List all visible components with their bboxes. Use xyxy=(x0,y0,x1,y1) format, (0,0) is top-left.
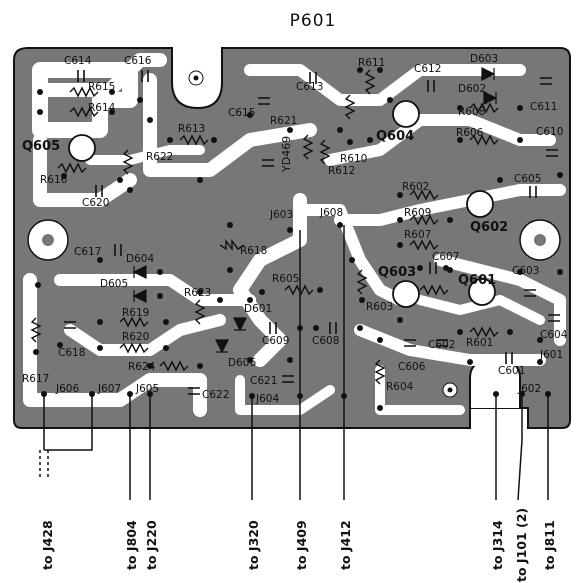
watermark-text: YD469 xyxy=(280,136,293,173)
label-R606: R606 xyxy=(456,127,484,139)
connector-J605: J605 xyxy=(135,383,159,395)
label-Q605: Q605 xyxy=(22,139,60,154)
mounting-holes xyxy=(27,70,561,398)
label-R614: R614 xyxy=(88,102,116,114)
solder-pads xyxy=(33,67,563,411)
label-C611: C611 xyxy=(530,101,557,113)
label-R604: R604 xyxy=(386,381,414,393)
label-D605: D605 xyxy=(100,278,128,290)
label-C603: C603 xyxy=(512,265,539,277)
label-C602: C602 xyxy=(428,339,455,351)
label-R602: R602 xyxy=(402,181,429,193)
dest-J101: to J101 (2) xyxy=(514,508,529,582)
board-title: P601 xyxy=(290,11,337,31)
label-C618: C618 xyxy=(58,347,85,359)
label-R603: R603 xyxy=(366,301,393,313)
label-Q601: Q601 xyxy=(458,273,496,288)
label-R612: R612 xyxy=(328,165,355,177)
resistors xyxy=(30,69,499,385)
destination-labels: to J428 to J804 to J220 to J320 to J409 … xyxy=(40,508,557,582)
component-labels: C614 C616 R615 R614 Q605 R616 C620 R622 … xyxy=(22,53,568,401)
label-C605: C605 xyxy=(514,173,541,185)
dest-J220: to J220 xyxy=(144,520,159,570)
label-C601: C601 xyxy=(498,365,525,377)
label-C617: C617 xyxy=(74,246,101,258)
connector-J603: J603 xyxy=(269,209,293,221)
connector-J608: J608 xyxy=(319,207,343,219)
connector-J607: J607 xyxy=(97,383,121,395)
dest-J409: to J409 xyxy=(294,520,309,570)
label-C608: C608 xyxy=(312,335,339,347)
label-C616: C616 xyxy=(124,55,152,67)
label-C610: C610 xyxy=(536,126,563,138)
dest-J412: to J412 xyxy=(338,520,353,570)
label-R607: R607 xyxy=(404,229,431,241)
label-R619: R619 xyxy=(122,307,149,319)
capacitors xyxy=(64,70,560,395)
label-D601: D601 xyxy=(244,303,272,315)
label-C609: C609 xyxy=(262,335,289,347)
connector-J602: J602 xyxy=(517,383,541,395)
label-D603: D603 xyxy=(470,53,498,65)
dest-J320: to J320 xyxy=(246,520,261,570)
label-Q602: Q602 xyxy=(470,220,508,235)
label-C613: C613 xyxy=(296,81,323,93)
dest-J314: to J314 xyxy=(490,520,505,570)
diodes xyxy=(132,67,498,354)
label-C615: C615 xyxy=(228,107,255,119)
label-C606: C606 xyxy=(398,361,426,373)
label-R601: R601 xyxy=(466,337,493,349)
connector-labels: J601 J602 J603 J604 J605 J606 J607 J608 xyxy=(55,207,563,405)
label-R617: R617 xyxy=(22,373,49,385)
label-C620: C620 xyxy=(82,197,109,209)
label-D602: D602 xyxy=(458,83,486,95)
label-C607: C607 xyxy=(432,251,459,263)
dest-J804: to J804 xyxy=(124,520,139,570)
label-R611: R611 xyxy=(358,57,385,69)
label-R615: R615 xyxy=(88,81,115,93)
dest-J428: to J428 xyxy=(40,520,55,570)
label-R620: R620 xyxy=(122,331,149,343)
label-R613: R613 xyxy=(178,123,205,135)
label-R616: R616 xyxy=(40,174,68,186)
label-R622: R622 xyxy=(146,151,173,163)
label-R610: R610 xyxy=(340,153,367,165)
label-R608: R608 xyxy=(458,106,485,118)
label-R605: R605 xyxy=(272,273,299,285)
transistors xyxy=(68,100,496,308)
label-D606: D606 xyxy=(228,357,256,369)
lead-wires xyxy=(39,225,549,501)
label-C612: C612 xyxy=(414,63,441,75)
connector-J601: J601 xyxy=(539,349,563,361)
label-Q603: Q603 xyxy=(378,265,416,280)
dest-J811: to J811 xyxy=(542,520,557,570)
connector-J604: J604 xyxy=(255,393,279,405)
label-C621: C621 xyxy=(250,375,277,387)
label-R609: R609 xyxy=(404,207,431,219)
label-C614: C614 xyxy=(64,55,92,67)
label-R618: R618 xyxy=(240,245,267,257)
label-D604: D604 xyxy=(126,253,154,265)
label-R623: R623 xyxy=(184,287,211,299)
label-R621: R621 xyxy=(270,115,297,127)
label-Q604: Q604 xyxy=(376,129,414,144)
label-C622: C622 xyxy=(202,389,229,401)
label-C604: C604 xyxy=(540,329,568,341)
label-R624: R624 xyxy=(128,361,156,373)
connector-J606: J606 xyxy=(55,383,79,395)
